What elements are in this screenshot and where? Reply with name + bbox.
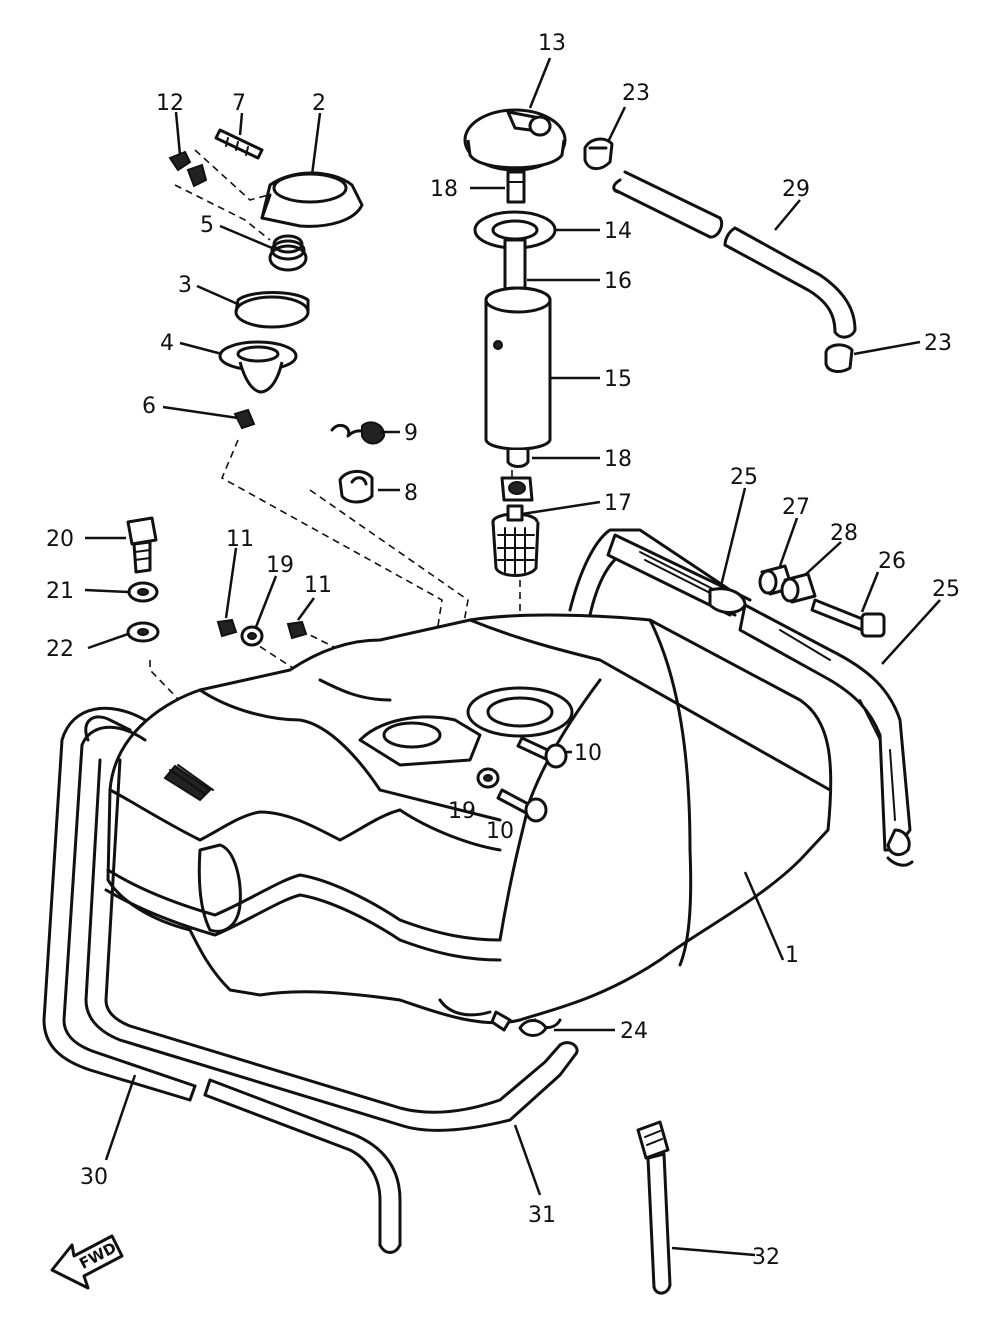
callout-20: 20 <box>46 527 74 552</box>
tie-strap-32 <box>636 1120 672 1295</box>
callout-4: 4 <box>160 331 174 356</box>
callout-9: 9 <box>404 421 418 446</box>
clamp-23-upper <box>583 137 614 170</box>
callout-19-right: 19 <box>448 799 476 824</box>
leader-lines <box>84 57 941 1257</box>
holder-8 <box>338 470 374 504</box>
collar-28 <box>780 572 817 604</box>
callout-25-right: 25 <box>932 577 960 602</box>
cap-base-4 <box>218 340 298 394</box>
bolt-10-upper <box>516 736 568 769</box>
strainer-17 <box>491 504 540 577</box>
callout-27: 27 <box>782 495 810 520</box>
gasket-3 <box>234 291 310 329</box>
washer-21 <box>127 581 159 603</box>
tank-hose-fitting <box>163 764 214 802</box>
callout-14: 14 <box>604 219 632 244</box>
breather-hose-29 <box>612 170 857 339</box>
callout-8: 8 <box>404 481 418 506</box>
callout-10-lower: 10 <box>486 819 514 844</box>
connector-18-lower <box>500 476 534 502</box>
hose-clamp-24 <box>490 1010 548 1037</box>
fuel-hose-30 <box>42 706 402 1254</box>
filler-cap-13 <box>463 108 567 172</box>
callout-25-left: 25 <box>730 465 758 490</box>
callout-6: 6 <box>142 394 156 419</box>
tank-band-25-right <box>738 603 914 867</box>
callout-26: 26 <box>878 549 906 574</box>
callout-31: 31 <box>528 1203 556 1228</box>
callout-18-upper: 18 <box>430 177 458 202</box>
nut-11-left <box>216 618 238 638</box>
collar-27 <box>758 564 794 596</box>
nut-11-right <box>286 620 308 640</box>
spring-5 <box>268 234 308 272</box>
callout-13: 13 <box>538 31 566 56</box>
callout-7: 7 <box>232 91 246 116</box>
callout-17: 17 <box>604 491 632 516</box>
washer-19-right <box>476 767 500 789</box>
callout-3: 3 <box>178 273 192 298</box>
callout-30: 30 <box>80 1165 108 1190</box>
callout-24: 24 <box>620 1019 648 1044</box>
callout-numbers: 1 2 3 4 5 6 7 8 9 10 10 11 11 12 13 14 1… <box>46 31 960 1270</box>
bolt-20 <box>126 516 158 574</box>
callout-2: 2 <box>312 91 326 116</box>
nut-22 <box>126 621 160 643</box>
gauge-body-15 <box>484 286 552 468</box>
stem-18-upper <box>506 170 526 204</box>
callout-22: 22 <box>46 637 74 662</box>
callout-18-lower: 18 <box>604 447 632 472</box>
callout-32: 32 <box>752 1245 780 1270</box>
forward-direction-arrow: FWD <box>50 1234 124 1290</box>
callout-11-right: 11 <box>304 573 332 598</box>
callout-23-upper: 23 <box>622 81 650 106</box>
nut-6 <box>233 408 256 430</box>
callout-16: 16 <box>604 269 632 294</box>
callout-28: 28 <box>830 521 858 546</box>
callout-21: 21 <box>46 579 74 604</box>
bolt-10-lower <box>496 788 548 823</box>
tank-cap-2 <box>260 171 364 228</box>
tank-band-25 <box>568 528 752 617</box>
callout-1: 1 <box>785 943 799 968</box>
callout-23-lower: 23 <box>924 331 952 356</box>
callout-11-left: 11 <box>226 527 254 552</box>
pin-7 <box>214 128 264 160</box>
washer-19-left <box>240 625 264 647</box>
spring-12 <box>168 150 208 188</box>
clamp-23-lower <box>824 343 854 373</box>
callout-5: 5 <box>200 213 214 238</box>
clip-9 <box>330 421 385 445</box>
bolt-26 <box>810 598 886 638</box>
callout-10-upper: 10 <box>574 741 602 766</box>
callout-29: 29 <box>782 177 810 202</box>
callout-12: 12 <box>156 91 184 116</box>
callout-19-left: 19 <box>266 553 294 578</box>
fuel-hose-31 <box>84 715 579 1132</box>
callout-15: 15 <box>604 367 632 392</box>
